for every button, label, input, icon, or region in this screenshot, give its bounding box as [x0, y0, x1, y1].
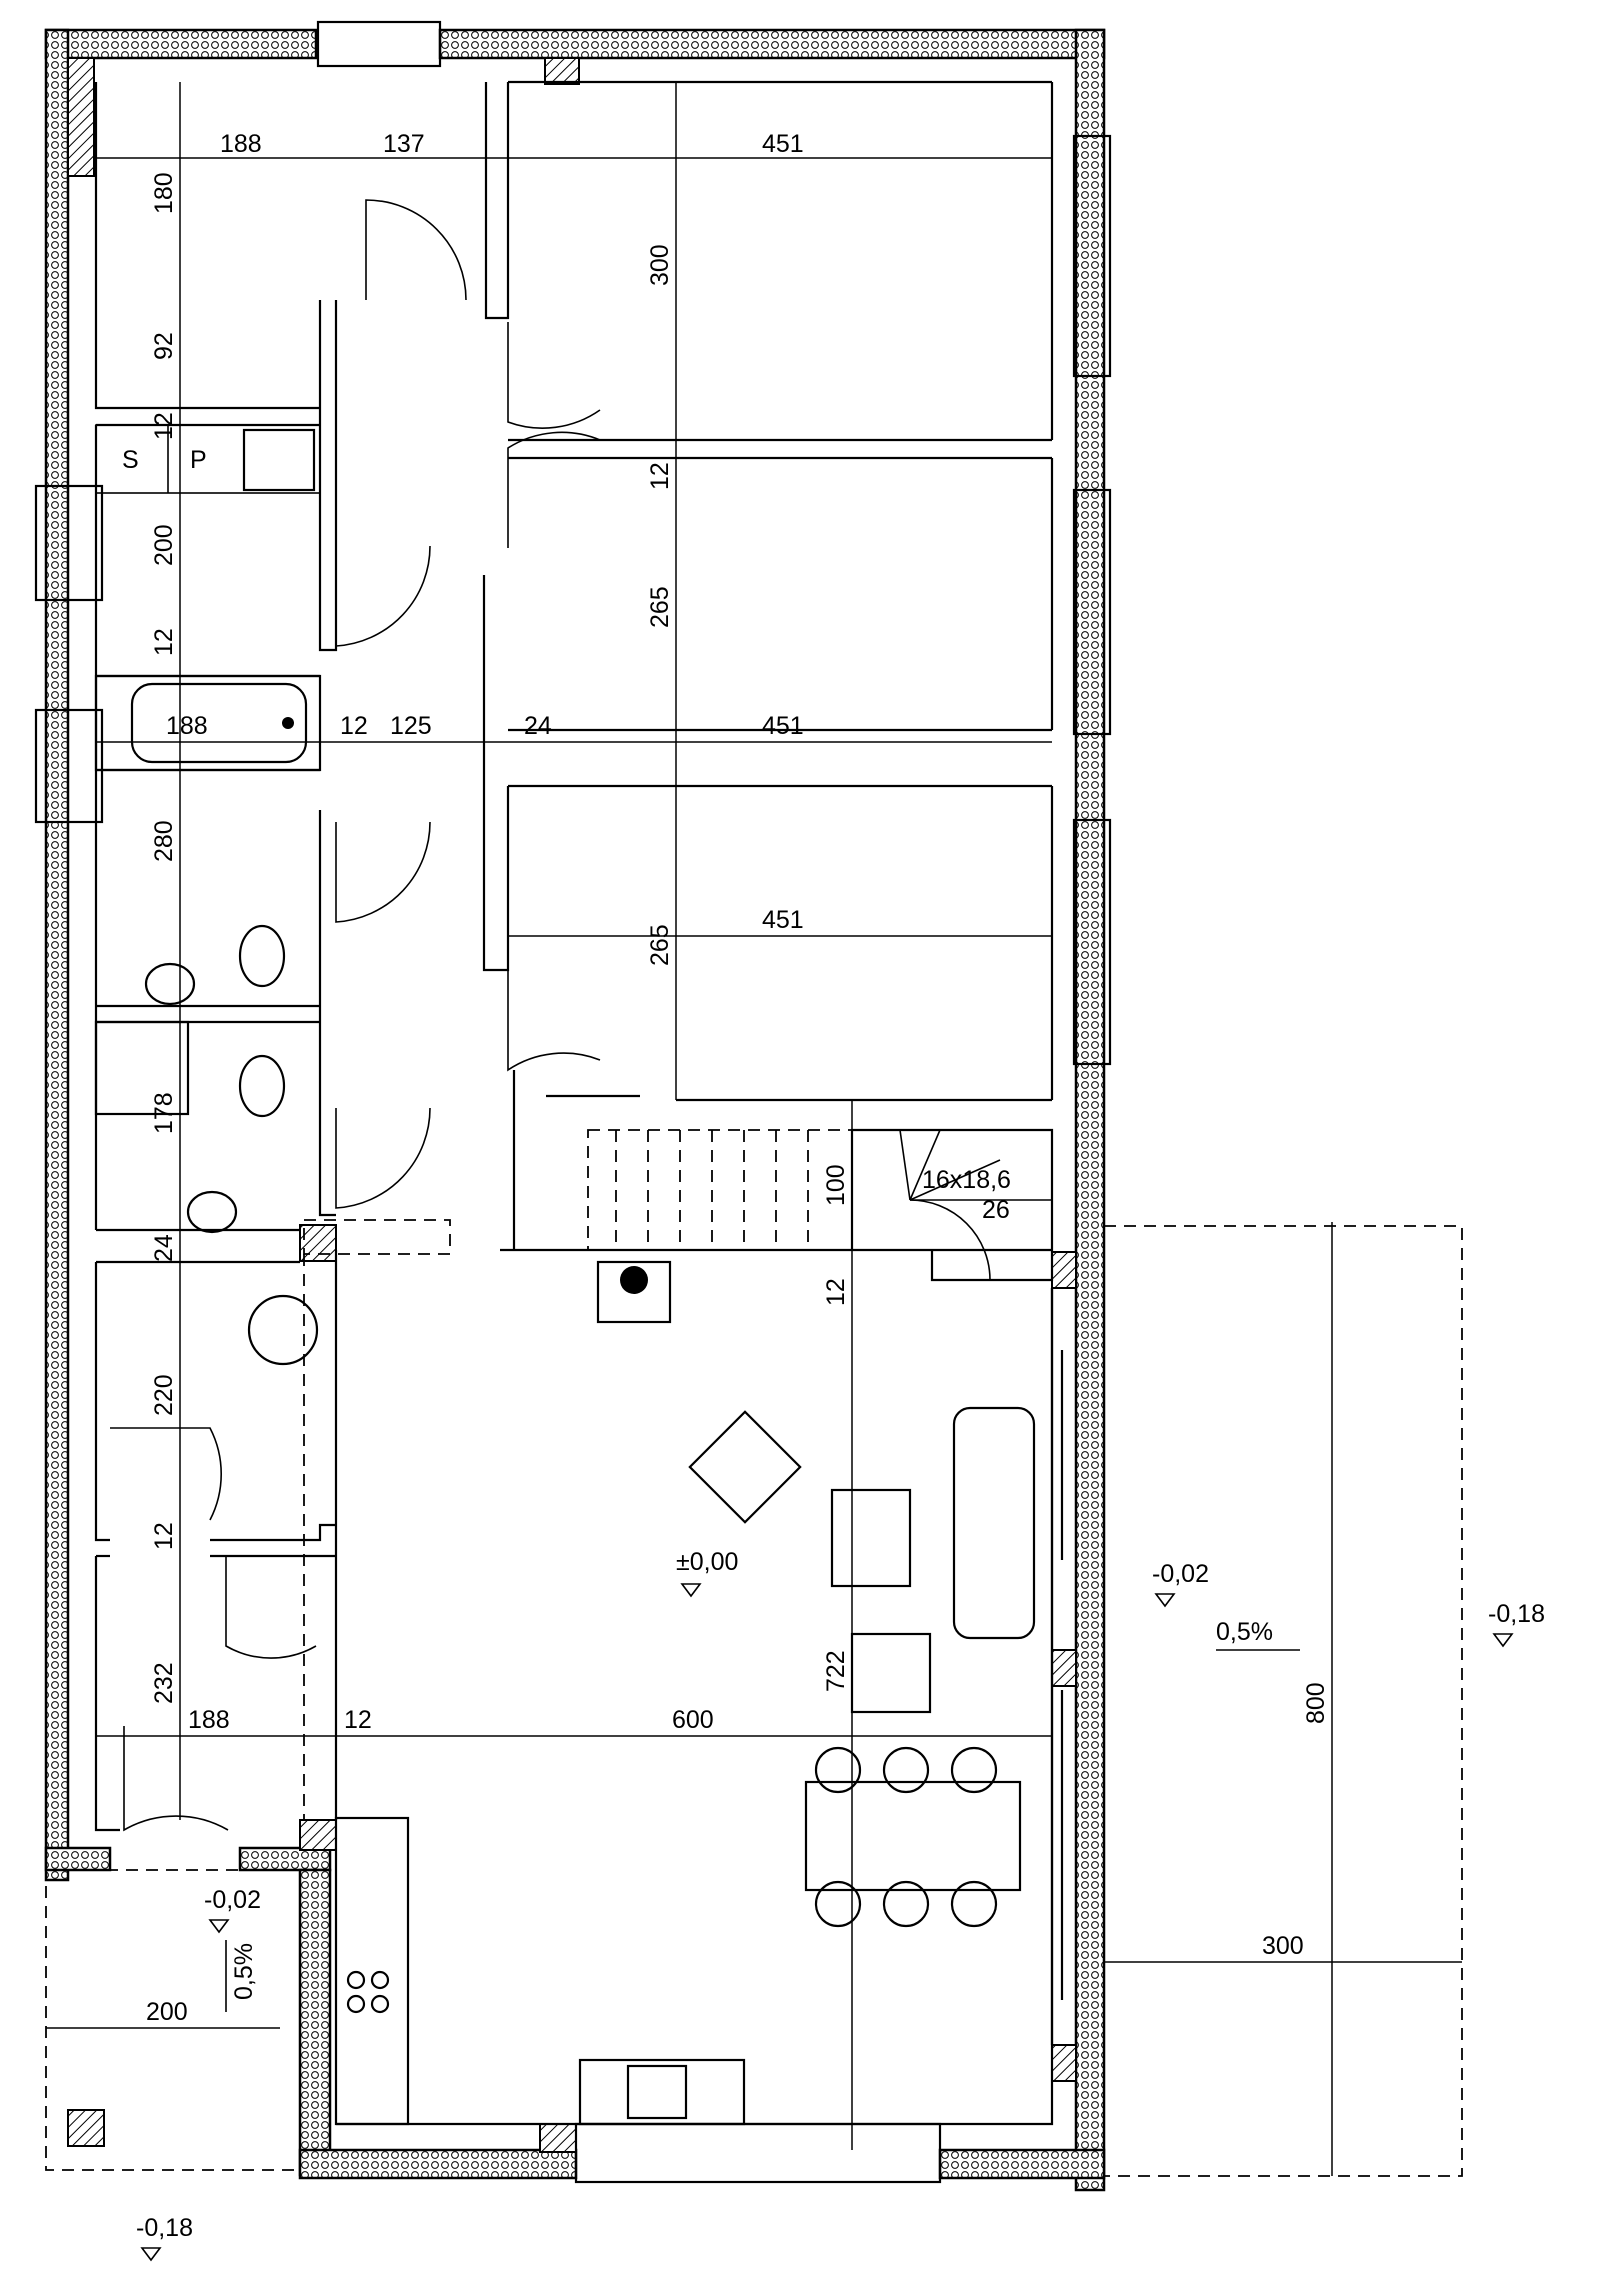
- dim-300: 300: [1262, 1932, 1304, 1960]
- dim-v200: 200: [150, 524, 178, 566]
- dim-v178: 178: [150, 1092, 178, 1134]
- dim-v12d: 12: [646, 462, 674, 490]
- level-entry: -0,02: [204, 1886, 261, 1914]
- dim-v12c: 12: [150, 1522, 178, 1550]
- dim-v12a: 12: [150, 412, 178, 440]
- dim-v220: 220: [150, 1374, 178, 1416]
- dim-v92: 92: [150, 332, 178, 360]
- dim-137: 137: [383, 130, 425, 158]
- level-outside-right: -0,18: [1488, 1600, 1545, 1628]
- dimension-lines: [46, 82, 1462, 2176]
- terraces: [45, 1219, 1463, 2177]
- slope-entry: 0,5%: [230, 1943, 258, 2000]
- dim-125: 125: [390, 712, 432, 740]
- dim-200: 200: [146, 1998, 188, 2026]
- level-main-floor: ±0,00: [676, 1548, 738, 1576]
- exterior-walls: [44, 28, 1106, 2192]
- level-outside-bottom: -0,18: [136, 2214, 193, 2242]
- dimension-texts-horizontal: 188 137 451 188 12 125 24 451 451 188 12…: [146, 130, 1304, 2026]
- dim-12a: 12: [340, 712, 368, 740]
- dim-188c: 188: [188, 1706, 230, 1734]
- dim-v280: 280: [150, 820, 178, 862]
- dim-600: 600: [672, 1706, 714, 1734]
- dim-v180: 180: [150, 172, 178, 214]
- sink-p-label: P: [190, 446, 207, 474]
- slope-terrace: 0,5%: [1216, 1618, 1273, 1646]
- dim-v100: 100: [822, 1164, 850, 1206]
- stairs-tread-label: 26: [982, 1196, 1010, 1224]
- dim-v24: 24: [150, 1234, 178, 1262]
- dim-12b: 12: [344, 1706, 372, 1734]
- structural-columns: [67, 57, 1077, 2153]
- sink-s-label: S: [122, 446, 139, 474]
- doors: [110, 199, 601, 1832]
- fixtures: [94, 424, 672, 1366]
- furniture: [334, 1406, 1036, 2126]
- dim-451a: 451: [762, 130, 804, 158]
- dim-v300: 300: [646, 244, 674, 286]
- dim-188b: 188: [166, 712, 208, 740]
- labels: 16x18,6 26 S P: [122, 446, 1011, 1224]
- dim-v800: 800: [1302, 1682, 1330, 1724]
- level-terrace: -0,02: [1152, 1560, 1209, 1588]
- dim-v232: 232: [150, 1662, 178, 1704]
- dim-v12b: 12: [150, 628, 178, 656]
- dim-451b: 451: [762, 712, 804, 740]
- dim-188a: 188: [220, 130, 262, 158]
- windows: [34, 20, 1112, 2184]
- stairs-label: 16x18,6: [922, 1166, 1011, 1194]
- dim-v265b: 265: [646, 924, 674, 966]
- dim-24a: 24: [524, 712, 552, 740]
- dim-451c: 451: [762, 906, 804, 934]
- level-markers: ±0,00 -0,02 0,5% -0,18 -0,02 0,5% -0,18: [136, 1548, 1545, 2262]
- dimension-texts-vertical: 180 92 12 200 12 280 178 24 220 12 232 3…: [150, 172, 1330, 1724]
- dim-v265a: 265: [646, 586, 674, 628]
- dim-v12e: 12: [822, 1278, 850, 1306]
- interior-walls: [94, 80, 1054, 2126]
- dim-v722: 722: [822, 1650, 850, 1692]
